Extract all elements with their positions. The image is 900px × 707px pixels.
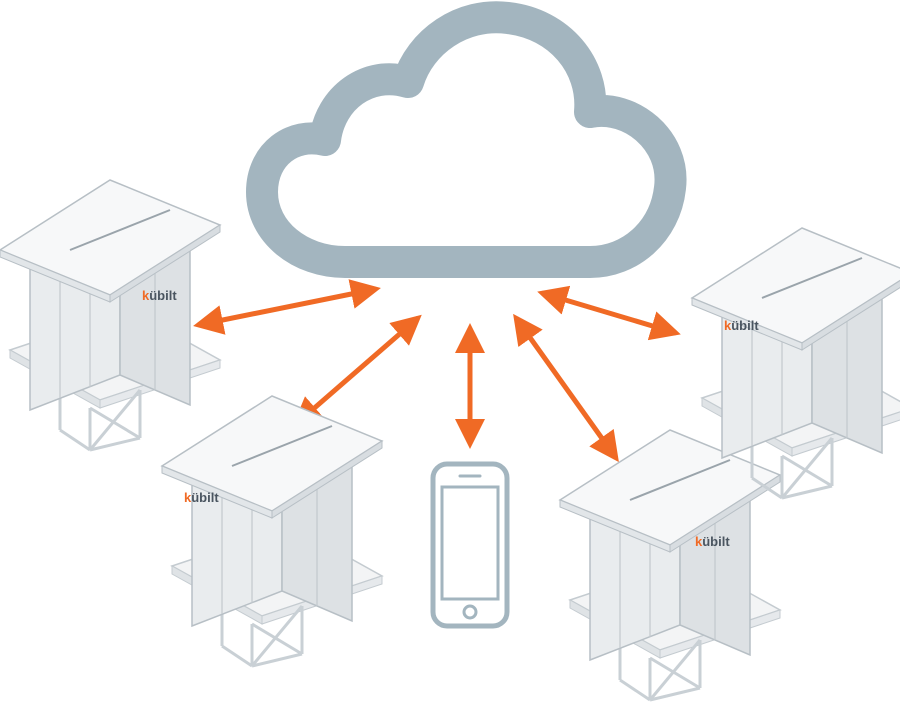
kubilt-logo: kübilt	[695, 534, 730, 549]
kiosk-unit: kübilt	[690, 226, 900, 500]
bidirectional-arrow-icon	[513, 313, 619, 463]
bidirectional-arrow-icon	[537, 285, 681, 341]
bidirectional-arrow-icon	[292, 314, 422, 428]
connection-arrows	[193, 279, 681, 463]
cloud-icon	[246, 1, 687, 278]
kubilt-logo: kübilt	[142, 288, 177, 303]
kiosk-unit: kübilt	[160, 394, 384, 668]
kubilt-logo: kübilt	[724, 318, 759, 333]
smartphone-icon	[430, 461, 510, 629]
kiosk-unit: kübilt	[558, 428, 782, 702]
kiosk-unit: kübilt	[0, 178, 222, 452]
bidirectional-arrow-icon	[193, 279, 381, 335]
kubilt-logo: kübilt	[184, 490, 219, 505]
